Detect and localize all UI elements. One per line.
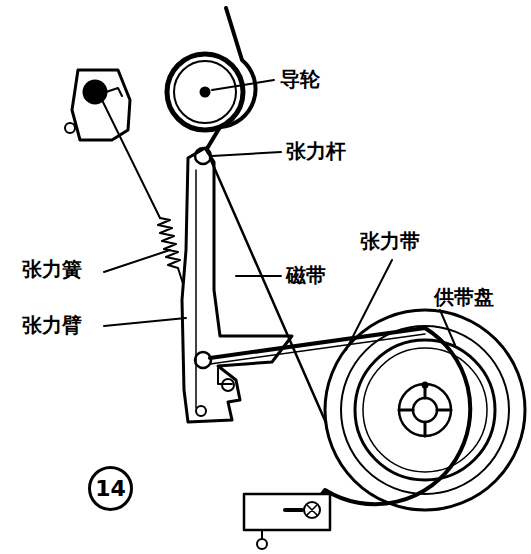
figure-number-text: 14: [95, 476, 126, 501]
tension-band: [210, 334, 425, 364]
part-label: 张力簧: [20, 258, 84, 280]
part-label: 供带盘: [432, 286, 496, 308]
part-label: 磁带: [284, 264, 328, 286]
part-label: 张力臂: [20, 314, 84, 336]
figure-number: 14: [88, 466, 133, 511]
part-label: 张力杆: [284, 140, 348, 162]
tension-spring: [100, 96, 185, 290]
supply-reel: [325, 310, 525, 510]
anchor-plate: [244, 494, 330, 549]
tape: [205, 8, 256, 152]
tape: [210, 158, 330, 432]
spring-bracket: [65, 70, 130, 140]
part-label: 张力带: [358, 230, 422, 252]
tension-band: [210, 328, 470, 508]
tension-arm: [182, 148, 292, 422]
part-label: 导轮: [278, 68, 322, 90]
leader-line: [104, 80, 455, 350]
guide-wheel: [167, 54, 243, 130]
